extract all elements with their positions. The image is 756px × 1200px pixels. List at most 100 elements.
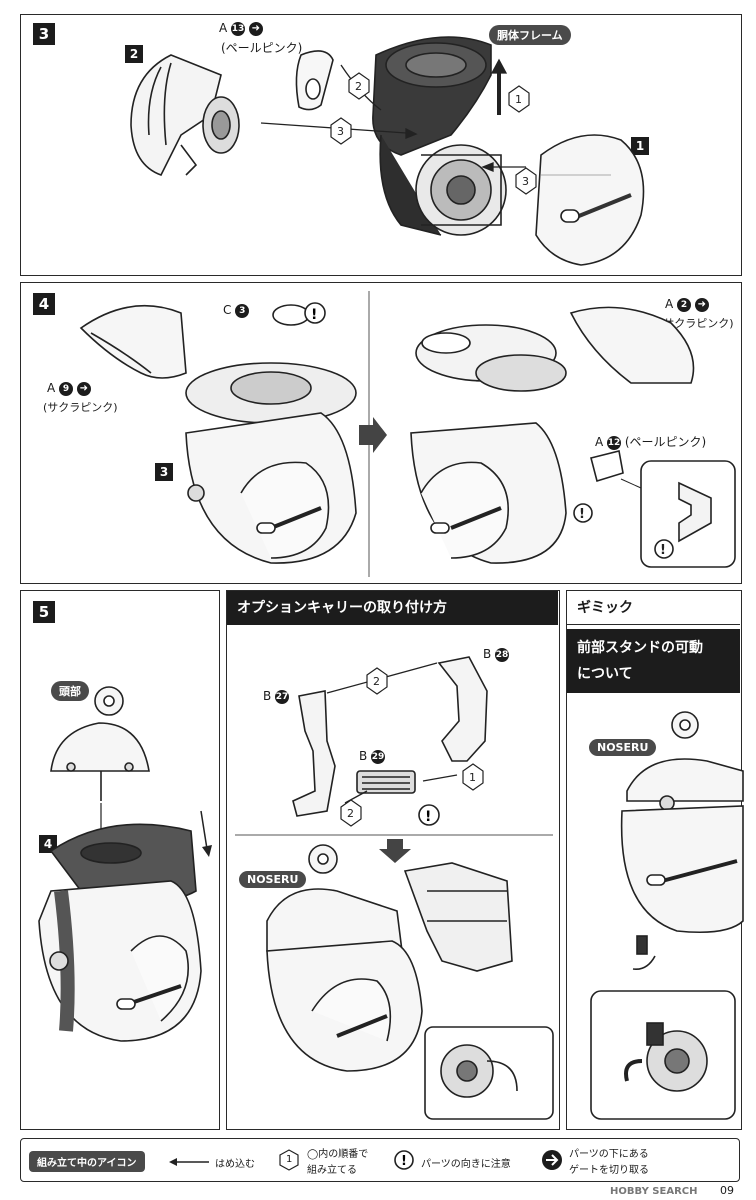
gimmick-title: ギミック xyxy=(567,591,740,625)
step5-illustration xyxy=(38,686,212,1042)
watermark: HOBBY SEARCH xyxy=(610,1186,698,1197)
part2-marker: 2 xyxy=(125,45,143,63)
option-carry-illustration: 2 1 2 ! xyxy=(235,656,554,1120)
step3-illustration: 2 3 3 1 xyxy=(130,36,645,266)
part-letter: A xyxy=(665,297,674,311)
option-order-hexagons: 2 1 2 xyxy=(340,667,484,827)
sub-assembly-4: 4 xyxy=(39,835,57,853)
svg-text:3: 3 xyxy=(337,125,344,138)
legend-order-sample: 1 xyxy=(286,1154,293,1165)
robot-with-carry xyxy=(266,844,554,1120)
part1-marker: 1 xyxy=(631,137,649,155)
down-arrow xyxy=(379,839,411,863)
legend-order-line1: ◯内の順番で xyxy=(307,1149,369,1160)
option-carry-panel: オプションキャリーの取り付け方 B 28 B 27 B 29 NOSERU 2 … xyxy=(226,590,560,1130)
gimmick-subtitle: 前部スタンドの可動 について xyxy=(567,629,740,693)
page-number: 09 xyxy=(720,1184,734,1197)
robot-side-view xyxy=(590,711,744,1120)
body-frame xyxy=(372,36,507,236)
robot-left xyxy=(79,304,357,564)
order-hexagons: 2 3 3 1 xyxy=(330,72,537,195)
svg-text:!: ! xyxy=(425,809,431,825)
gate-icon: ➜ xyxy=(76,381,91,396)
inset-detail: ! ! xyxy=(573,460,736,568)
part-b28-label: B 28 xyxy=(483,647,510,662)
svg-text:3: 3 xyxy=(522,175,529,188)
part-a2-color: (サクラピンク) xyxy=(659,317,734,330)
step5-number: 5 xyxy=(33,601,55,623)
part-letter: B xyxy=(359,749,368,763)
left-cover-part xyxy=(130,54,240,176)
gate-cut-icon xyxy=(542,1150,562,1170)
gimmick-illustration xyxy=(590,711,744,1120)
part-a13-color: (ペールピンク) xyxy=(221,41,303,55)
legend-title: 組み立て中のアイコン xyxy=(29,1151,145,1172)
part-color: (ペールピンク) xyxy=(624,435,707,449)
step3-panel: 3 胴体フレーム A 13 ➜ (ペールピンク) 2 1 xyxy=(20,14,742,276)
frame-tag: 胴体フレーム xyxy=(489,25,571,45)
order-hexagon-icon xyxy=(279,1149,299,1171)
part-number-badge: 3 xyxy=(235,303,250,318)
step3-number: 3 xyxy=(33,23,55,45)
right-cover-part xyxy=(535,134,645,266)
part-letter: A xyxy=(219,21,228,35)
legend-caution-text: パーツの向きに注意 xyxy=(421,1159,511,1170)
part-number-badge: 2 xyxy=(677,297,692,312)
part-number-badge: 9 xyxy=(59,381,74,396)
sub-assembly-3: 3 xyxy=(155,463,173,481)
part-a9-label: A 9 ➜ xyxy=(47,381,91,396)
pale-pink-part xyxy=(295,50,334,111)
part-a9-color: (サクラピンク) xyxy=(43,401,118,414)
part-b29-label: B 29 xyxy=(359,749,386,764)
legend-order-line2: 組み立てる xyxy=(307,1165,357,1176)
svg-text:!: ! xyxy=(311,307,317,323)
part-number-badge: 28 xyxy=(495,647,510,662)
svg-text:2: 2 xyxy=(355,80,362,93)
part-letter: B xyxy=(483,647,492,661)
part-a2-label: A 2 ➜ xyxy=(665,297,709,312)
svg-text:1: 1 xyxy=(469,771,476,784)
noseru-tag: NOSERU xyxy=(239,871,307,888)
part-number-badge: 12 xyxy=(607,435,622,450)
caution-icon: ! xyxy=(304,302,326,324)
part-number-badge: 29 xyxy=(371,749,386,764)
icon-legend: 組み立て中のアイコン はめ込む 1 ◯内の順番で 組み立てる ! パーツの向きに… xyxy=(20,1138,740,1182)
robot-body-step5 xyxy=(38,823,202,1042)
step5-panel: 5 頭部 4 xyxy=(20,590,220,1130)
head-tag: 頭部 xyxy=(51,681,89,701)
gimmick-panel: ギミック 前部スタンドの可動 について NOSERU xyxy=(566,590,744,1130)
step4-number: 4 xyxy=(33,293,55,315)
gate-icon: ➜ xyxy=(248,21,263,36)
step4-panel: 4 C 3 A 9 ➜ (サクラピンク) A 2 ➜ (サクラピンク) A 12… xyxy=(20,282,742,584)
part-a13-label: A 13 ➜ xyxy=(219,21,263,36)
step4-illustration: ! ! ! xyxy=(79,291,736,577)
robot-right xyxy=(410,306,695,564)
caution-icon: ! xyxy=(418,804,440,826)
svg-text:!: ! xyxy=(579,507,585,522)
head-part xyxy=(50,686,150,801)
part-letter: A xyxy=(47,381,56,395)
svg-text:!: ! xyxy=(660,543,666,558)
part-letter: A xyxy=(595,435,604,449)
insert-arrow-icon xyxy=(169,1158,209,1166)
gimmick-subtitle-line2: について xyxy=(577,666,633,682)
carry-frame-parts xyxy=(292,656,488,817)
legend-insert-text: はめ込む xyxy=(215,1159,255,1170)
part-number-badge: 27 xyxy=(275,689,290,704)
gimmick-subtitle-line1: 前部スタンドの可動 xyxy=(577,640,703,656)
noseru-tag: NOSERU xyxy=(589,739,657,756)
part-c3-label: C 3 xyxy=(223,303,250,318)
part-b27-label: B 27 xyxy=(263,689,290,704)
legend-gate-line2: ゲートを切り取る xyxy=(569,1165,649,1176)
gate-icon: ➜ xyxy=(694,297,709,312)
part-number-badge: 13 xyxy=(231,21,246,36)
legend-gate-line1: パーツの下にある xyxy=(569,1149,649,1160)
step-arrow xyxy=(359,417,387,453)
part-letter: B xyxy=(263,689,272,703)
part-a12-label: A 12 (ペールピンク) xyxy=(595,433,706,450)
svg-text:1: 1 xyxy=(515,93,522,106)
option-carry-title: オプションキャリーの取り付け方 xyxy=(227,591,558,625)
svg-text:2: 2 xyxy=(373,675,380,688)
part-letter: C xyxy=(223,303,232,317)
svg-text:2: 2 xyxy=(347,807,354,820)
